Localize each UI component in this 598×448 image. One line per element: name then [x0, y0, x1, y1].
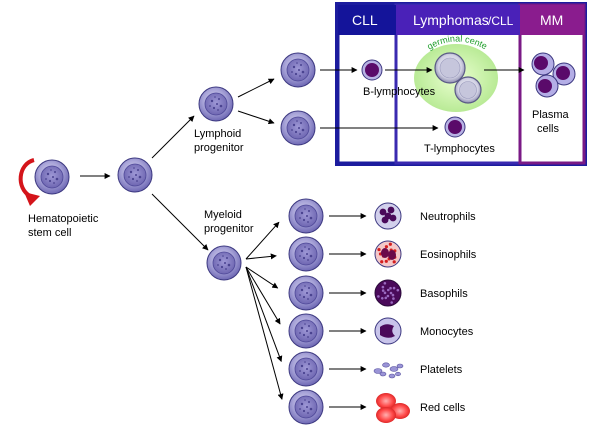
myeloid-progenitor: Myeloid progenitor [204, 209, 254, 281]
cll-small-header: /CLL [488, 14, 514, 28]
germinal-cell-1 [434, 52, 466, 84]
stem-cell-label-1: Hematopoietic [28, 213, 99, 225]
myeloid-lineages: NeutrophilsEosinophilsBasophilsMonocytes… [288, 198, 477, 425]
myeloid-progenitor-icon [206, 245, 242, 281]
t-lymphocytes-label: T-lymphocytes [424, 143, 495, 155]
myeloid-precursor-icon [288, 389, 324, 425]
cll-header: CLL [352, 12, 378, 28]
myeloid-precursor-icon [288, 351, 324, 387]
b-lymphocyte: B-lymphocytes [361, 59, 436, 98]
arrow-to-myeloid [151, 193, 209, 251]
arrow-to-b-precursor [237, 78, 275, 98]
lymphoma-header-bg [396, 5, 520, 35]
myeloid-lineage-row: Monocytes [288, 313, 474, 349]
plasma-cells: Plasma cells [531, 52, 576, 135]
self-renewal-arrow-icon [18, 158, 35, 198]
myeloid-precursor-icon [288, 275, 324, 311]
stem-cell-icon [34, 159, 70, 195]
lymphoid-progenitor: Lymphoid progenitor [194, 86, 244, 154]
myeloid-precursor-icon [288, 198, 324, 234]
hematopoietic-stem-cell: Hematopoietic stem cell [18, 158, 99, 239]
lineage-label: Platelets [420, 364, 463, 376]
b-precursor-icon [280, 52, 316, 88]
myeloid-precursor-icon [288, 313, 324, 349]
mm-header: MM [540, 12, 563, 28]
plasma-label-2: cells [537, 123, 560, 135]
lineage-label: Eosinophils [420, 249, 477, 261]
platelet-icon [373, 362, 404, 379]
plasma-label-1: Plasma [532, 109, 570, 121]
arrow-to-basophil-precursor [245, 266, 279, 289]
arrow-to-neutrophil-precursor [245, 221, 280, 260]
myeloid-label-1: Myeloid [204, 209, 242, 221]
lineage-label: Neutrophils [420, 211, 476, 223]
arrow-to-lymphoid [151, 115, 195, 159]
myeloid-lineage-row: Neutrophils [288, 198, 476, 234]
lymphoid-progenitor-icon [198, 86, 234, 122]
mm-header-bg [520, 5, 584, 35]
red-cell-icon [376, 393, 410, 423]
myeloid-lineage-row: Basophils [288, 275, 468, 311]
myeloid-precursor-icon [288, 236, 324, 272]
arrow-to-eosinophil-precursor [245, 253, 277, 260]
neutrophil-icon [374, 202, 402, 230]
arrow-to-t-precursor [237, 110, 275, 125]
lineage-label: Red cells [420, 402, 466, 414]
lineage-label: Monocytes [420, 326, 474, 338]
arrow-to-platelet-precursor [245, 266, 283, 363]
t-lymphocyte: T-lymphocytes [424, 116, 495, 155]
lymphoid-label-1: Lymphoid [194, 128, 241, 140]
t-precursor-icon [280, 110, 316, 146]
b-lymphocytes-label: B-lymphocytes [363, 86, 436, 98]
germinal-cell-2 [454, 76, 482, 104]
plasma-cell-icon [531, 52, 555, 76]
arrow-to-red-cell-precursor [245, 266, 284, 400]
myeloid-lineage-row: Platelets [288, 351, 463, 387]
eosinophil-icon [374, 240, 402, 268]
myeloid-lineage-row: Eosinophils [288, 236, 477, 272]
lymphomas-header: Lymphomas [413, 12, 489, 28]
plasma-cell-icon [535, 74, 559, 98]
basophil-icon [374, 279, 402, 307]
plasma-cell-icon [552, 62, 576, 86]
monocyte-icon [374, 317, 402, 345]
myeloid-branch-arrows [245, 221, 284, 400]
myeloid-lineage-row: Red cells [288, 389, 466, 425]
cll-header-bg [338, 5, 396, 35]
lineage-label: Basophils [420, 288, 468, 300]
lymphoid-label-2: progenitor [194, 142, 244, 154]
multipotent-progenitor-icon [117, 157, 153, 193]
stem-cell-label-2: stem cell [28, 227, 71, 239]
self-renewal-arrowhead-icon [24, 192, 40, 206]
myeloid-label-2: progenitor [204, 223, 254, 235]
arrow-to-monocyte-precursor [245, 266, 281, 325]
